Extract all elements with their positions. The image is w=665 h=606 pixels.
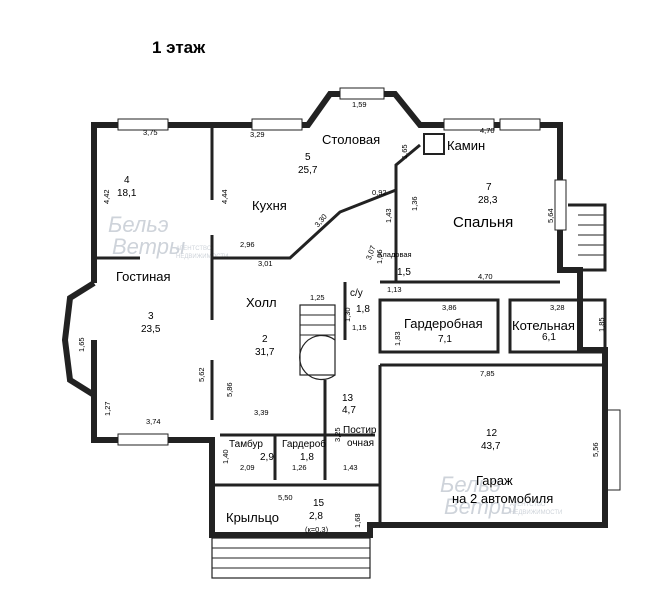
watermark-brand-bottom: Ветры: [112, 234, 185, 259]
dim-1-43-b: 1,43: [343, 463, 358, 472]
watermark-line2-2: НЕДВИЖИМОСТИ: [510, 510, 562, 516]
dim-4-42: 4,42: [102, 189, 111, 204]
dim-1-40: 1,40: [221, 449, 230, 464]
room-spalnya-name: Спальня: [453, 214, 513, 231]
dim-7-85: 7,85: [480, 369, 495, 378]
room-tambur-name: Тамбур: [229, 438, 263, 450]
dim-0-92: 0,92: [372, 188, 387, 197]
watermark-brand-top: Бельэ: [108, 212, 169, 237]
dim-5-56: 5,56: [591, 442, 600, 457]
watermark-brand-bottom-2: Ветры: [444, 494, 517, 519]
room-krylco-name: Крыльцо: [226, 510, 279, 525]
room-kladovaya-name: Кладовая: [378, 250, 412, 259]
dim-1-13: 1,13: [387, 285, 402, 294]
dim-5-64: 5,64: [546, 208, 555, 223]
dim-4-70-top: 4,70: [480, 126, 495, 135]
room-kotelnaya-name: Котельная: [512, 318, 575, 333]
interior-walls: [94, 125, 607, 525]
room-garderobnaya-area: 7,1: [438, 334, 452, 345]
room-su-name: с/у: [350, 288, 363, 299]
room-labels: Столовая Камин 5 25,7 Кухня 7 28,3 Спаль…: [116, 132, 575, 534]
dim-3-75: 3,75: [143, 128, 158, 137]
room-kuhnya-num: 5: [305, 152, 311, 163]
hall-stair: [299, 304, 336, 381]
dim-1-85: 1,85: [597, 317, 606, 332]
room-holl-num: 2: [262, 334, 268, 345]
watermark-left: Бельэ Ветры АГЕНТСТВО НЕДВИЖИМОСТИ: [108, 212, 228, 260]
dim-1-43: 1,43: [384, 208, 393, 223]
room-gostinaya-name: Гостиная: [116, 269, 171, 284]
room-garage-line2: на 2 автомобиля: [452, 491, 553, 506]
room-kotelnaya-area: 6,1: [542, 332, 556, 343]
room-spalnya-num: 7: [486, 182, 492, 193]
dim-1-06: 1,06: [375, 249, 384, 264]
room-kamin-name: Камин: [447, 138, 485, 153]
dim-5-62: 5,62: [197, 367, 206, 382]
room-krylco-area: 2,8: [309, 511, 323, 522]
room-holl-area: 31,7: [255, 347, 275, 358]
room-garage-area: 43,7: [481, 441, 501, 452]
dim-5-50: 5,50: [278, 493, 293, 502]
room-krylco-num: 15: [313, 498, 325, 509]
watermark-brand-top-2: Бельэ: [440, 472, 501, 497]
dim-1-25: 1,25: [310, 293, 325, 302]
room-kladovaya-area: 1,5: [397, 267, 411, 278]
room-gostinaya-area: 23,5: [141, 324, 161, 335]
dim-3-28: 3,28: [550, 303, 565, 312]
dim-5-86: 5,86: [225, 382, 234, 397]
watermark-line1: АГЕНТСТВО: [176, 246, 212, 252]
watermark-right: Бельэ Ветры АГЕНТСТВО НЕДВИЖИМОСТИ: [440, 472, 562, 519]
watermark-line2: НЕДВИЖИМОСТИ: [176, 254, 228, 260]
dim-3-01: 3,01: [258, 259, 273, 268]
dim-3-39: 3,39: [254, 408, 269, 417]
room-garderob-area: 1,8: [300, 452, 314, 463]
dim-1-26: 1,26: [292, 463, 307, 472]
room-holl-name: Холл: [246, 295, 277, 310]
room-tambur-area: 2,9: [260, 452, 274, 463]
room-garderob-name: Гардероб: [282, 438, 326, 450]
dim-1-59: 1,59: [352, 100, 367, 109]
dimensions: 1,59 3,75 3,29 4,70 1,65 4,42 4,44 0,92 …: [77, 100, 606, 528]
room-kuhnya-area: 25,7: [298, 165, 318, 176]
dim-3-74: 3,74: [146, 417, 161, 426]
room-krylco-note: (к=0,3): [305, 525, 329, 534]
room-garderobnaya-name: Гардеробная: [404, 316, 483, 331]
room-gostinaya-num: 3: [148, 311, 154, 322]
room13-area: 4,7: [342, 405, 356, 416]
room-su-area: 1,8: [356, 304, 370, 315]
dim-3-30: 3,30: [313, 212, 329, 229]
dim-3-29: 3,29: [250, 130, 265, 139]
room-garage-line1: Гараж: [476, 473, 513, 488]
dim-1-30: 1,30: [343, 307, 352, 322]
room-spalnya-area: 28,3: [478, 195, 498, 206]
watermark-line1-2: АГЕНТСТВО: [510, 502, 546, 508]
dim-4-70-bottom: 4,70: [478, 272, 493, 281]
dim-1-27: 1,27: [103, 401, 112, 416]
room-stolovaya-name: Столовая: [322, 132, 380, 147]
room-garage-num: 12: [486, 428, 498, 439]
dim-1-15: 1,15: [352, 323, 367, 332]
room13-num: 13: [342, 393, 354, 404]
room-postirochnaya-line2: очная: [347, 438, 374, 449]
dim-2-96: 2,96: [240, 240, 255, 249]
outer-walls: [61, 91, 621, 579]
dim-3-25: 3,25: [333, 427, 342, 442]
dim-1-83: 1,83: [393, 331, 402, 346]
dim-1-65-top: 1,65: [400, 144, 409, 159]
windows: [117, 87, 567, 446]
dim-1-68: 1,68: [353, 513, 362, 528]
room4-num: 4: [124, 175, 130, 186]
floor-title: 1 этаж: [152, 38, 206, 57]
room4-area: 18,1: [117, 188, 137, 199]
dim-4-44: 4,44: [220, 189, 229, 204]
dim-2-09: 2,09: [240, 463, 255, 472]
dim-1-65-left: 1,65: [77, 337, 86, 352]
dim-1-36: 1,36: [410, 196, 419, 211]
room-kuhnya-name: Кухня: [252, 198, 287, 213]
dim-3-86: 3,86: [442, 303, 457, 312]
room-postirochnaya-line1: Постир: [343, 425, 377, 436]
